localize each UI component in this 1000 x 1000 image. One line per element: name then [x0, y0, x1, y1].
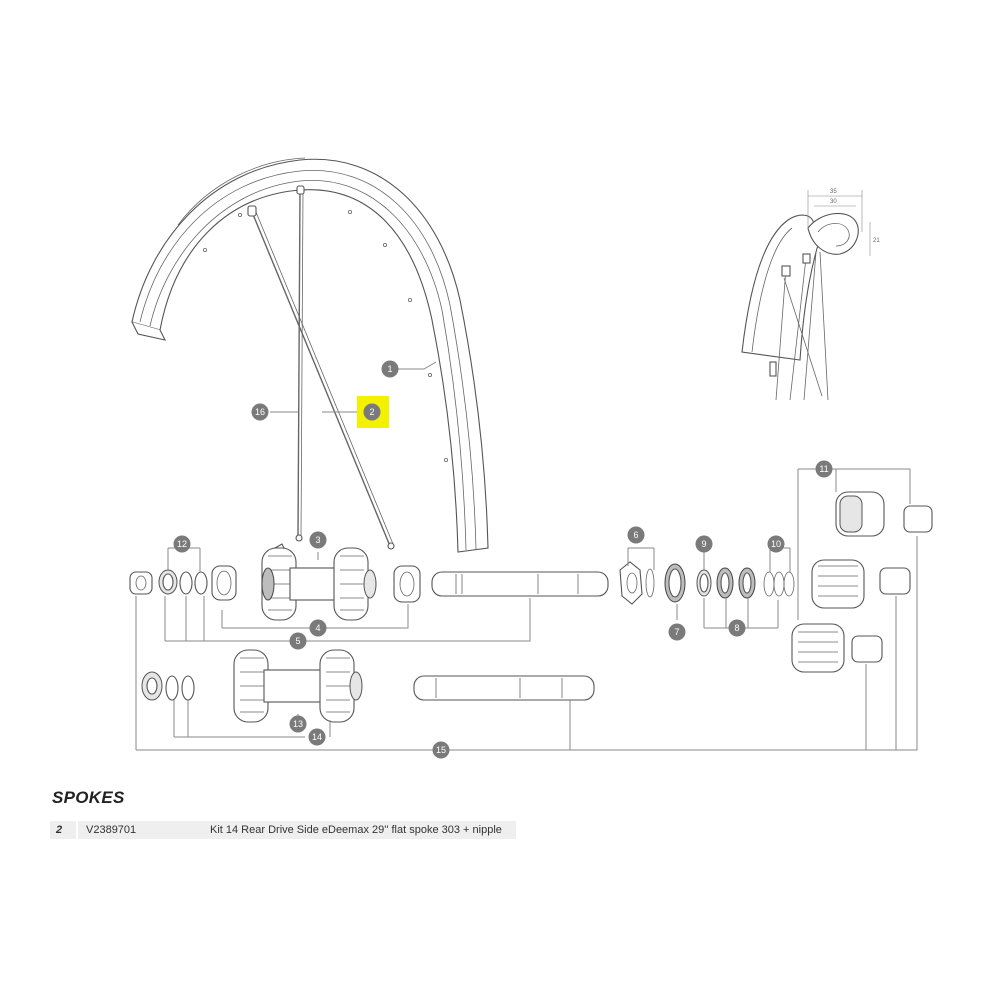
- svg-text:2: 2: [369, 407, 374, 417]
- part-index: 2: [50, 821, 76, 839]
- part-description: Kit 14 Rear Drive Side eDeemax 29'' flat…: [202, 821, 516, 839]
- callout-1: 1: [381, 360, 399, 378]
- svg-text:9: 9: [701, 539, 706, 549]
- callout-2-highlighted: 2: [357, 396, 389, 428]
- part-reference: V2389701: [78, 821, 204, 839]
- rim-drawing: [131, 157, 489, 553]
- dimension-width-outer: 35: [830, 189, 837, 195]
- callout-7: 7: [668, 623, 686, 641]
- svg-text:1: 1: [387, 364, 392, 374]
- callout-15: 15: [432, 741, 450, 759]
- svg-text:3: 3: [315, 535, 320, 545]
- hub-row-1: [129, 543, 609, 621]
- callout-13: 13: [289, 715, 307, 733]
- callout-9: 9: [695, 535, 713, 553]
- dimension-height: 21: [873, 238, 880, 244]
- leader-lines: [135, 361, 918, 751]
- svg-text:5: 5: [295, 636, 300, 646]
- svg-text:12: 12: [177, 539, 187, 549]
- spokes-drawing: [247, 185, 395, 550]
- svg-text:15: 15: [436, 745, 446, 755]
- svg-text:10: 10: [771, 539, 781, 549]
- svg-text:16: 16: [255, 407, 265, 417]
- callout-10: 10: [767, 535, 785, 553]
- rim-profile-inset: 35 30 21: [741, 189, 880, 401]
- svg-text:4: 4: [315, 623, 320, 633]
- callout-8: 8: [728, 619, 746, 637]
- callout-6: 6: [627, 526, 645, 544]
- svg-text:7: 7: [674, 627, 679, 637]
- svg-text:6: 6: [633, 530, 638, 540]
- callout-12: 12: [173, 535, 191, 553]
- svg-text:14: 14: [312, 732, 322, 742]
- svg-text:11: 11: [819, 464, 828, 474]
- callout-5: 5: [289, 632, 307, 650]
- freehub-row: [619, 491, 933, 673]
- callout-16: 16: [251, 403, 269, 421]
- svg-text:8: 8: [734, 623, 739, 633]
- section-title-spokes: SPOKES: [52, 788, 125, 807]
- hub-row-2: [141, 649, 595, 723]
- callout-4: 4: [309, 619, 327, 637]
- callout-11: 11: [815, 460, 833, 478]
- callout-3: 3: [309, 531, 327, 549]
- callout-14: 14: [308, 728, 326, 746]
- parts-table-row[interactable]: 2 V2389701 Kit 14 Rear Drive Side eDeema…: [50, 821, 516, 839]
- dimension-width-inner: 30: [830, 199, 837, 205]
- svg-text:13: 13: [293, 719, 303, 729]
